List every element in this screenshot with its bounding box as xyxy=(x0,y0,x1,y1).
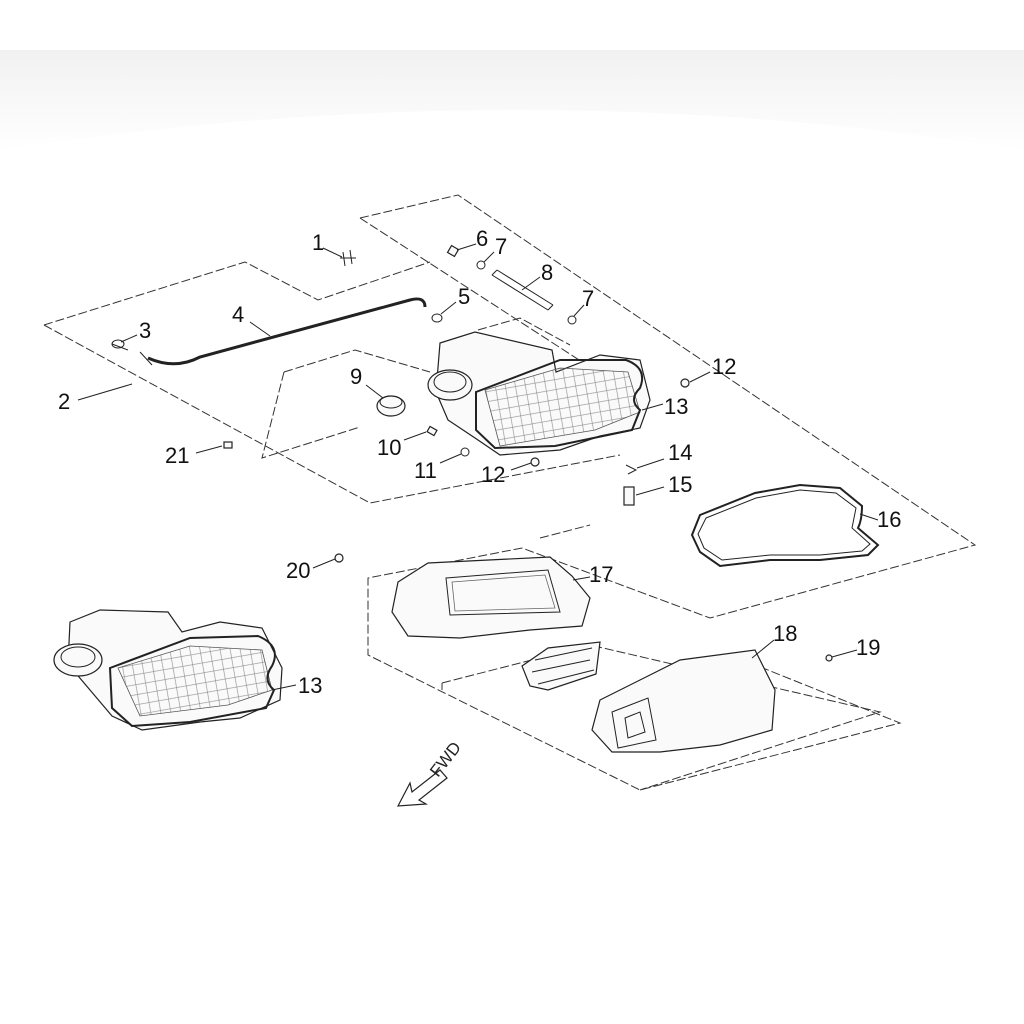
callout-13b: 13 xyxy=(298,673,322,698)
callout-15: 15 xyxy=(668,472,692,497)
part-bolt-19 xyxy=(825,654,833,662)
part-clamp-7b xyxy=(567,315,577,325)
callout-3: 3 xyxy=(139,318,151,343)
callout-19: 19 xyxy=(856,635,880,660)
callout-5: 5 xyxy=(458,284,470,309)
part-filter-17 xyxy=(391,556,591,639)
part-clamp-7a xyxy=(476,260,486,270)
callout-12b: 12 xyxy=(481,462,505,487)
callout-14: 14 xyxy=(668,440,692,465)
callout-labels: 1 2 3 4 5 6 7 7 8 9 10 11 12 12 13 13 14… xyxy=(58,226,901,698)
part-clip-1 xyxy=(340,249,356,267)
part-bolt-21 xyxy=(223,441,233,449)
callout-13a: 13 xyxy=(664,394,688,419)
callout-12a: 12 xyxy=(712,354,736,379)
part-bolt-20 xyxy=(334,553,344,563)
callout-7a: 7 xyxy=(495,234,507,259)
callout-4: 4 xyxy=(232,302,244,327)
part-hose-4 xyxy=(139,297,427,366)
header-band xyxy=(0,50,1024,150)
part-airbox-body-18 xyxy=(521,641,776,753)
callout-2: 2 xyxy=(58,389,70,414)
part-screw-10 xyxy=(426,425,438,437)
callout-6: 6 xyxy=(476,226,488,251)
callout-20: 20 xyxy=(286,558,310,583)
callout-8: 8 xyxy=(541,260,553,285)
part-nut-12a xyxy=(680,378,690,388)
callout-11: 11 xyxy=(414,458,437,483)
callout-10: 10 xyxy=(377,435,401,460)
part-nut-12b xyxy=(530,457,540,467)
callout-18: 18 xyxy=(773,621,797,646)
part-clip-14 xyxy=(625,464,638,475)
callout-16: 16 xyxy=(877,507,901,532)
part-gasket-16 xyxy=(690,483,880,568)
fwd-arrow-icon xyxy=(396,769,448,807)
part-plug-15 xyxy=(623,486,635,506)
callout-17: 17 xyxy=(589,562,613,587)
callout-1: 1 xyxy=(312,230,324,255)
callout-21: 21 xyxy=(165,443,189,468)
part-clamp-5 xyxy=(431,313,443,323)
callout-7b: 7 xyxy=(582,286,594,311)
part-washer-11 xyxy=(460,447,470,457)
part-clamp-3 xyxy=(111,339,129,351)
leader-lines xyxy=(77,243,879,691)
fwd-label: FWD xyxy=(426,738,465,780)
part-airbox-cover-upper xyxy=(427,331,651,456)
part-airbox-cover-lower xyxy=(53,609,283,731)
callout-9: 9 xyxy=(350,364,362,389)
part-fitting-6 xyxy=(446,244,460,258)
part-clamp-9 xyxy=(376,395,406,417)
